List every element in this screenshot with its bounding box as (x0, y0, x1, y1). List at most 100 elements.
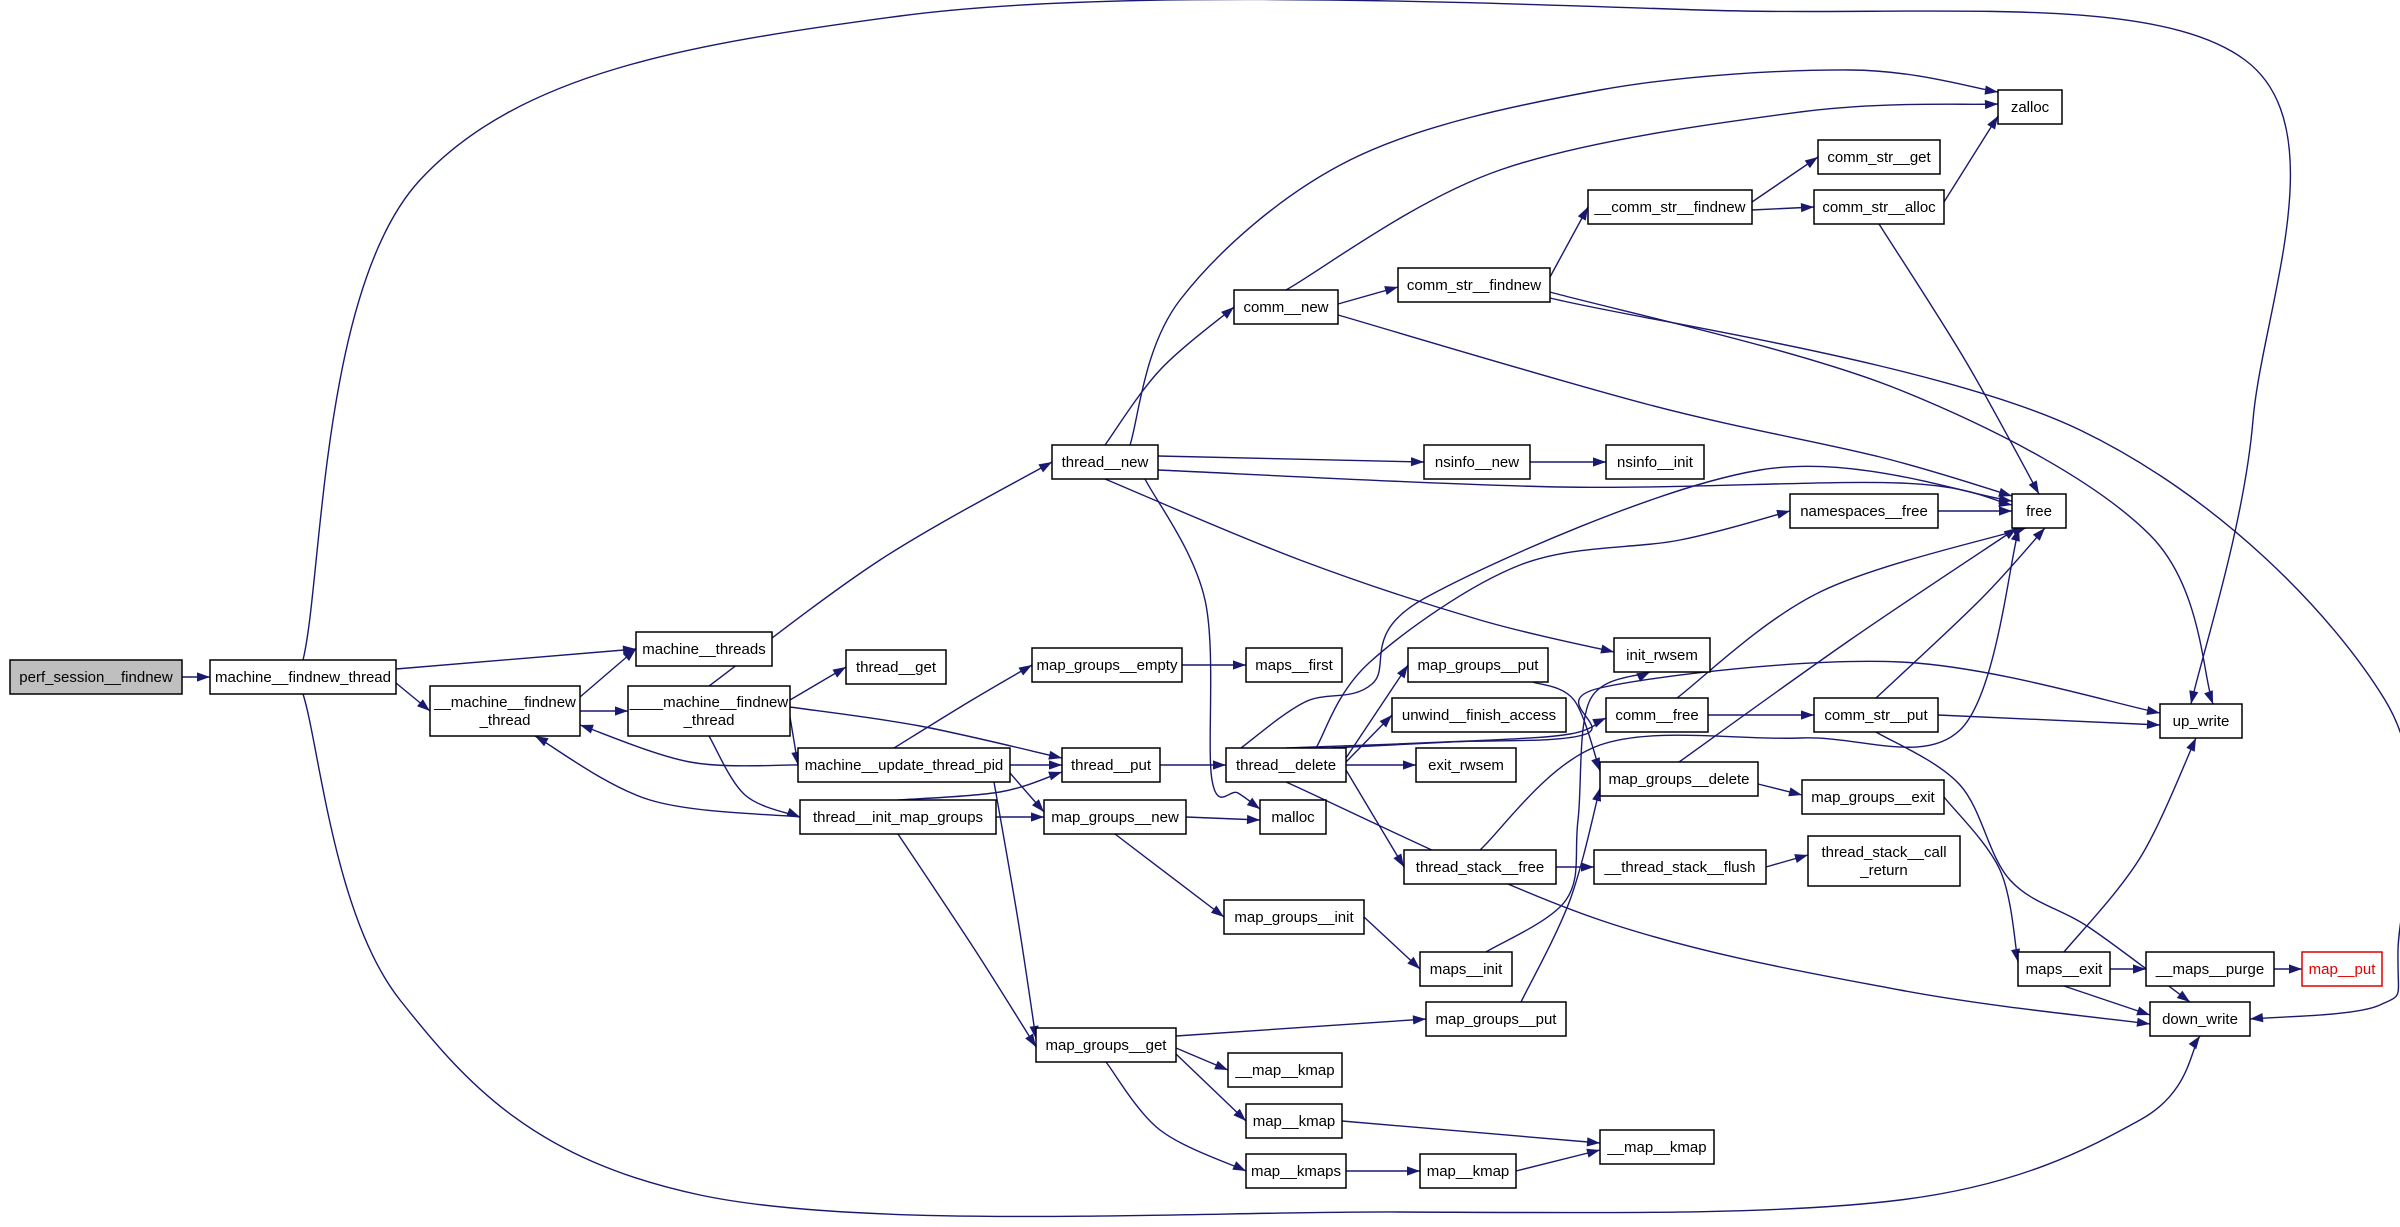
node-box-free[interactable] (2011, 493, 2067, 529)
node-nsinit[interactable]: nsinfo__init (1605, 444, 1705, 480)
node-nsfree[interactable]: namespaces__free (1789, 493, 1939, 529)
node-box-tdel[interactable] (1225, 747, 1347, 783)
node-malloc[interactable]: malloc (1259, 799, 1327, 835)
node-mthreads[interactable]: machine__threads (635, 631, 773, 667)
node-mgn[interactable]: map_groups__new (1043, 799, 1187, 835)
node-free[interactable]: free (2011, 493, 2067, 529)
node-box-tput[interactable] (1061, 747, 1161, 783)
node-box-nsnew[interactable] (1423, 444, 1531, 480)
node-box-nsinit[interactable] (1605, 444, 1705, 480)
node-exitrw[interactable]: exit_rwsem (1415, 747, 1517, 783)
node-nsnew[interactable]: nsinfo__new (1423, 444, 1531, 480)
node-box-exitrw[interactable] (1415, 747, 1517, 783)
node-box-tscall[interactable] (1807, 835, 1961, 887)
node-mutp[interactable]: machine__update_thread_pid (797, 747, 1011, 783)
node-box-mkmap2[interactable] (1599, 1129, 1715, 1165)
node-tget[interactable]: thread__get (845, 649, 947, 685)
node-box-kmap2[interactable] (1419, 1153, 1517, 1189)
node-tdel[interactable]: thread__delete (1225, 747, 1347, 783)
node-cfree[interactable]: comm__free (1605, 697, 1709, 733)
node-kmaps[interactable]: map__kmaps (1245, 1153, 1347, 1189)
node-mgput1[interactable]: map_groups__put (1407, 647, 1549, 683)
node-box-tsflush[interactable] (1593, 849, 1767, 885)
node-kmap2[interactable]: map__kmap (1419, 1153, 1517, 1189)
node-box-cfree[interactable] (1605, 697, 1709, 733)
node-kmap1[interactable]: map__kmap (1245, 1103, 1343, 1139)
node-box-csget[interactable] (1817, 139, 1941, 175)
node-csget[interactable]: comm_str__get (1817, 139, 1941, 175)
node-box-minit[interactable] (1419, 951, 1513, 987)
node-box-csalloc[interactable] (1813, 189, 1945, 225)
node-box-kmaps[interactable] (1245, 1153, 1347, 1189)
node-box-mge[interactable] (1031, 647, 1183, 683)
node-mgdel[interactable]: map_groups__delete (1599, 761, 1759, 797)
node-mgput2[interactable]: map_groups__put (1425, 1001, 1567, 1037)
node-cnew[interactable]: comm__new (1233, 289, 1339, 325)
node-box-mpurge[interactable] (2145, 951, 2275, 987)
node-tscall[interactable]: thread_stack__call_return (1807, 835, 1961, 887)
node-mfirst[interactable]: maps__first (1245, 647, 1343, 683)
node-initrw[interactable]: init_rwsem (1613, 637, 1711, 673)
node-mft[interactable]: machine__findnew_thread (209, 659, 397, 695)
node-tnew[interactable]: thread__new (1051, 444, 1159, 480)
node-box-csfindnew2[interactable] (1587, 189, 1753, 225)
node-box-mthreads[interactable] (635, 631, 773, 667)
node-mkmap2[interactable]: __map__kmap (1599, 1129, 1715, 1165)
node-box-timg[interactable] (799, 799, 997, 835)
node-zalloc[interactable]: zalloc (1997, 89, 2063, 125)
node-mpurge[interactable]: __maps__purge (2145, 951, 2275, 987)
node-tsflush[interactable]: __thread_stack__flush (1593, 849, 1767, 885)
node-box-tnew[interactable] (1051, 444, 1159, 480)
node-box-mgput2[interactable] (1425, 1001, 1567, 1037)
node-box-tget[interactable] (845, 649, 947, 685)
node-box-mutp[interactable] (797, 747, 1011, 783)
node-unwind[interactable]: unwind__finish_access (1391, 697, 1567, 733)
node-mginit[interactable]: map_groups__init (1223, 899, 1365, 935)
node-box-mfirst[interactable] (1245, 647, 1343, 683)
node-mge[interactable]: map_groups__empty (1031, 647, 1183, 683)
node-box-csput[interactable] (1813, 697, 1939, 733)
node-timg[interactable]: thread__init_map_groups (799, 799, 997, 835)
node-csput[interactable]: comm_str__put (1813, 697, 1939, 733)
node-mgexit[interactable]: map_groups__exit (1801, 779, 1945, 815)
node-tsfree[interactable]: thread_stack__free (1403, 849, 1557, 885)
node-box-malloc[interactable] (1259, 799, 1327, 835)
node-box-unwind[interactable] (1391, 697, 1567, 733)
node-box-mft4[interactable] (627, 685, 791, 737)
node-csfindnew[interactable]: comm_str__findnew (1397, 267, 1551, 303)
node-box-initrw[interactable] (1613, 637, 1711, 673)
node-perf[interactable]: perf_session__findnew (9, 659, 183, 695)
node-box-nsfree[interactable] (1789, 493, 1939, 529)
node-csfindnew2[interactable]: __comm_str__findnew (1587, 189, 1753, 225)
node-mapput[interactable]: map__put (2301, 951, 2383, 987)
node-box-mexit[interactable] (2017, 951, 2111, 987)
node-box-perf[interactable] (9, 659, 183, 695)
node-box-tsfree[interactable] (1403, 849, 1557, 885)
node-box-kmap1[interactable] (1245, 1103, 1343, 1139)
node-box-mapput[interactable] (2301, 951, 2383, 987)
node-mft4[interactable]: ____machine__findnew_thread (627, 685, 791, 737)
node-box-zalloc[interactable] (1997, 89, 2063, 125)
node-downw[interactable]: down_write (2149, 1001, 2251, 1037)
node-box-mgn[interactable] (1043, 799, 1187, 835)
node-box-mgdel[interactable] (1599, 761, 1759, 797)
node-mft2[interactable]: __machine__findnew_thread (429, 685, 581, 737)
node-box-downw[interactable] (2149, 1001, 2251, 1037)
node-csalloc[interactable]: comm_str__alloc (1813, 189, 1945, 225)
node-box-mft2[interactable] (429, 685, 581, 737)
node-mkmap1[interactable]: __map__kmap (1227, 1052, 1343, 1088)
node-box-csfindnew[interactable] (1397, 267, 1551, 303)
node-box-mgput1[interactable] (1407, 647, 1549, 683)
node-box-mft[interactable] (209, 659, 397, 695)
node-mgget[interactable]: map_groups__get (1035, 1027, 1177, 1063)
node-box-mgget[interactable] (1035, 1027, 1177, 1063)
node-box-cnew[interactable] (1233, 289, 1339, 325)
node-upw[interactable]: up_write (2159, 703, 2243, 739)
node-box-mginit[interactable] (1223, 899, 1365, 935)
node-box-mkmap1[interactable] (1227, 1052, 1343, 1088)
node-mexit[interactable]: maps__exit (2017, 951, 2111, 987)
node-minit[interactable]: maps__init (1419, 951, 1513, 987)
node-tput[interactable]: thread__put (1061, 747, 1161, 783)
node-box-upw[interactable] (2159, 703, 2243, 739)
node-box-mgexit[interactable] (1801, 779, 1945, 815)
